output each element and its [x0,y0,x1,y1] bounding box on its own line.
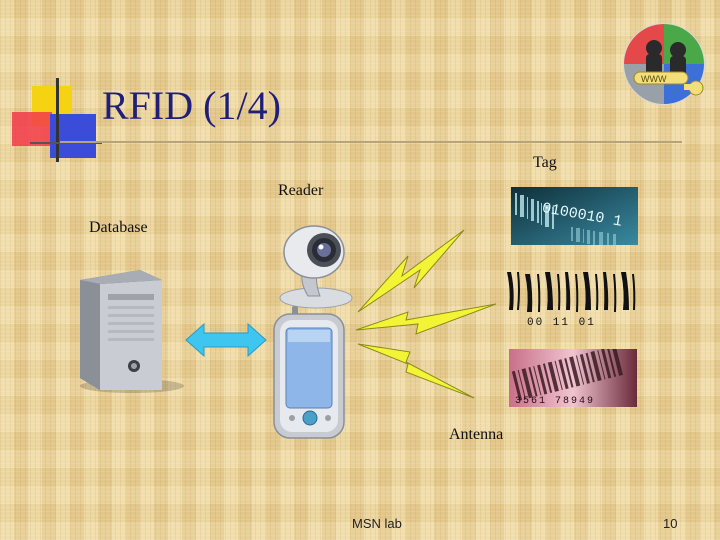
lightning-icon [357,343,475,399]
server-icon [80,270,184,393]
antenna-label: Antenna [449,426,504,443]
reader-label: Reader [278,182,324,199]
logo-text: WWW [641,74,667,84]
logo-icon: WWW [623,23,705,105]
tag-label: Tag [533,154,557,171]
lightning-group [355,229,497,399]
tag-code-pink: 3561 78949 [515,396,595,407]
vertical-bar [56,78,59,162]
pda-icon [273,306,345,439]
title-divider [60,141,682,143]
barcode-icon: 0100010 1 [511,187,638,245]
red-square [12,112,52,146]
webcam-icon [279,225,353,309]
lightning-icon [357,229,465,313]
lightning-icon [355,303,497,335]
tag-image-barcode: 00 11 01 [505,270,637,328]
horizontal-bar [30,142,102,144]
slide-title: RFID (1/4) [102,83,281,128]
database-label: Database [89,219,148,236]
barcode-icon: 00 11 01 [507,272,636,328]
barcode-icon: 3561 78949 [509,349,637,407]
decorative-squares [12,78,102,162]
tag-code-barcode: 00 11 01 [527,317,596,328]
footer-lab: MSN lab [352,516,402,531]
double-arrow-icon [185,322,267,358]
tag-image-digital: 0100010 1 [511,187,638,245]
page-number: 10 [663,516,678,531]
tag-image-pink: 3561 78949 [509,349,637,407]
